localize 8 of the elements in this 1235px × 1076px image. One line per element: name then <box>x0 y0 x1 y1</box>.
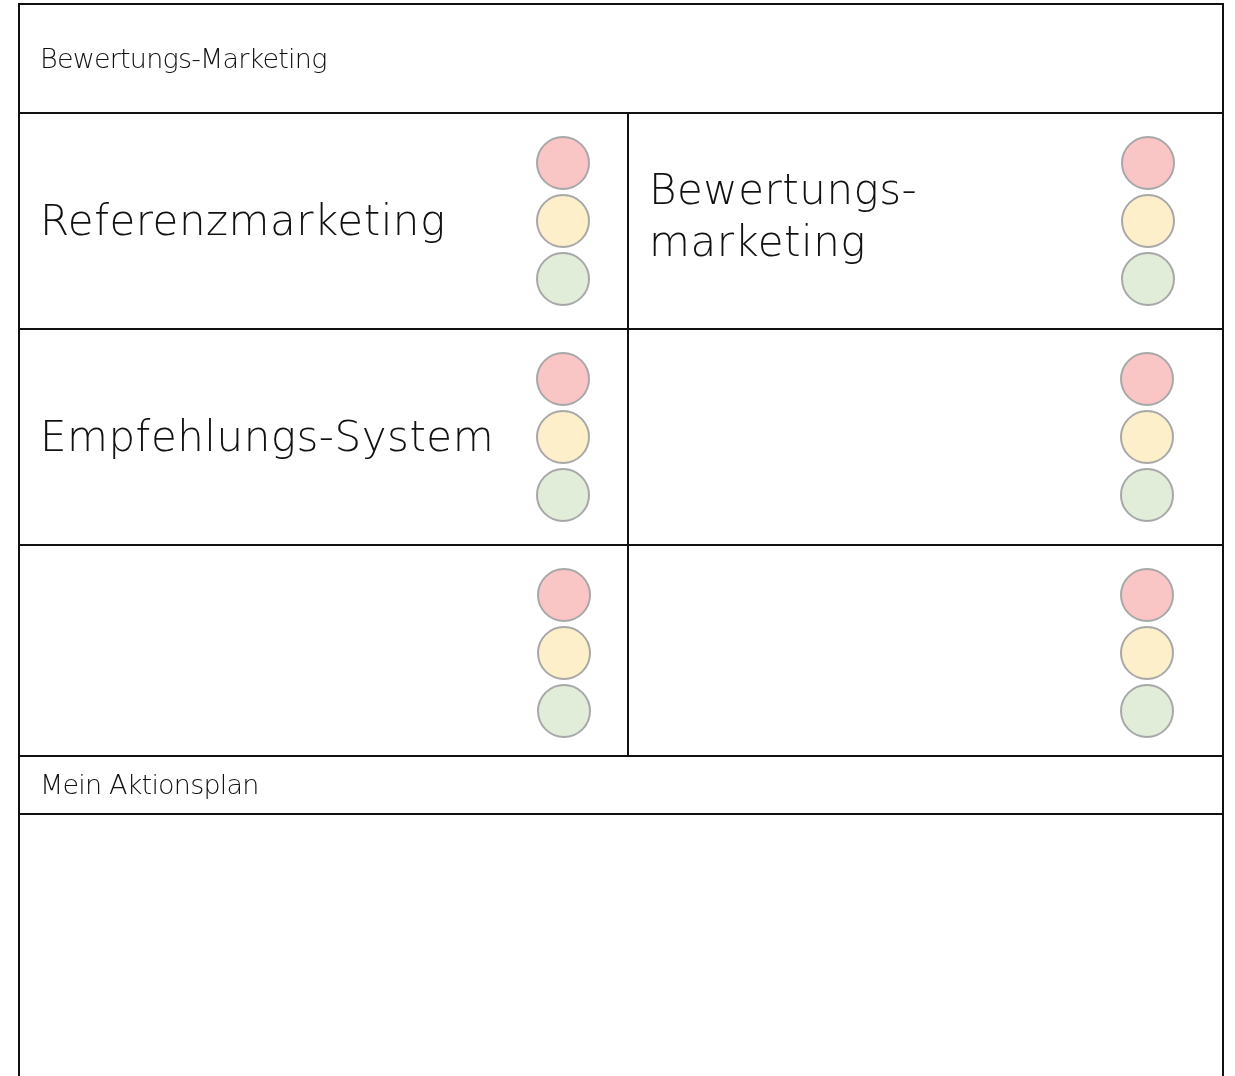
header-cell <box>18 3 1224 114</box>
section-heading: Bewertungs-Marketing <box>40 41 327 76</box>
topic-label: Referenzmarketing <box>40 194 446 247</box>
section-heading: Mein Aktionsplan <box>40 768 259 802</box>
topic-label: Bewertungs-marketing <box>649 163 919 268</box>
topic-label: Empfehlungs-System <box>40 410 495 463</box>
header-cell <box>18 755 1224 815</box>
empty-cell <box>18 813 1224 1076</box>
